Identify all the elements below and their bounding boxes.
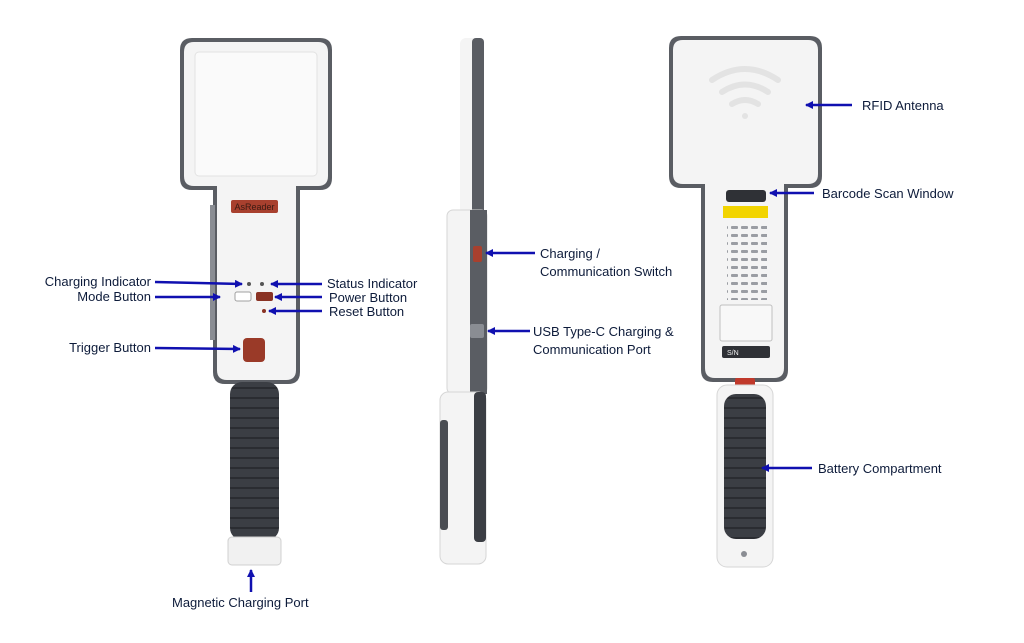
label-usb-line2: Communication Port (533, 342, 651, 357)
charging-indicator-led (247, 282, 251, 286)
label-usb-line1: USB Type-C Charging & (533, 324, 674, 339)
trigger-button[interactable] (243, 338, 265, 362)
serial-plate (722, 346, 770, 358)
vent-grille (727, 222, 767, 300)
charging-communication-switch[interactable] (473, 246, 482, 262)
label-switch-line1: Charging / (540, 246, 600, 261)
brand-logo-text: AsReader (234, 202, 274, 212)
callout-arrows (154, 101, 852, 592)
front-grip (230, 382, 279, 540)
label-trigger-button: Trigger Button (69, 340, 151, 355)
spec-label (719, 304, 773, 342)
side-head-rim (472, 38, 484, 214)
back-screw (741, 551, 747, 557)
arrow-trigger-button (154, 344, 241, 353)
label-battery-compartment: Battery Compartment (818, 461, 942, 476)
label-status-indicator: Status Indicator (327, 276, 418, 291)
side-grip-left (440, 420, 448, 530)
front-bottom-cap (227, 536, 282, 566)
rfid-wave-icon (709, 66, 781, 119)
label-charging-indicator: Charging Indicator (44, 274, 151, 289)
label-rfid-antenna: RFID Antenna (862, 98, 944, 113)
power-button[interactable] (256, 292, 273, 301)
arrow-charging-indicator (154, 279, 243, 288)
barcode-scan-window (726, 190, 766, 202)
label-magnetic-charging-port: Magnetic Charging Port (172, 595, 309, 610)
label-barcode-scan-window: Barcode Scan Window (822, 186, 954, 201)
label-mode-button: Mode Button (77, 289, 151, 304)
back-view: S/N (669, 36, 822, 568)
back-grip (724, 394, 766, 539)
brand-plate (231, 200, 278, 213)
label-reset-button: Reset Button (329, 304, 405, 319)
warning-label (723, 206, 768, 218)
label-power-button: Power Button (329, 290, 408, 305)
serial-number-text: S/N (727, 350, 739, 357)
label-switch-line2: Communication Switch (540, 264, 673, 279)
reset-button[interactable] (262, 309, 266, 313)
status-indicator-led (260, 282, 264, 286)
mode-button[interactable] (234, 291, 252, 302)
front-view: AsReader (180, 38, 332, 566)
side-grip (474, 392, 486, 542)
side-view (439, 38, 488, 565)
front-antenna-panel (194, 51, 318, 177)
side-body-band (470, 210, 487, 394)
side-clip (210, 205, 215, 340)
usb-type-c-port[interactable] (470, 324, 484, 338)
